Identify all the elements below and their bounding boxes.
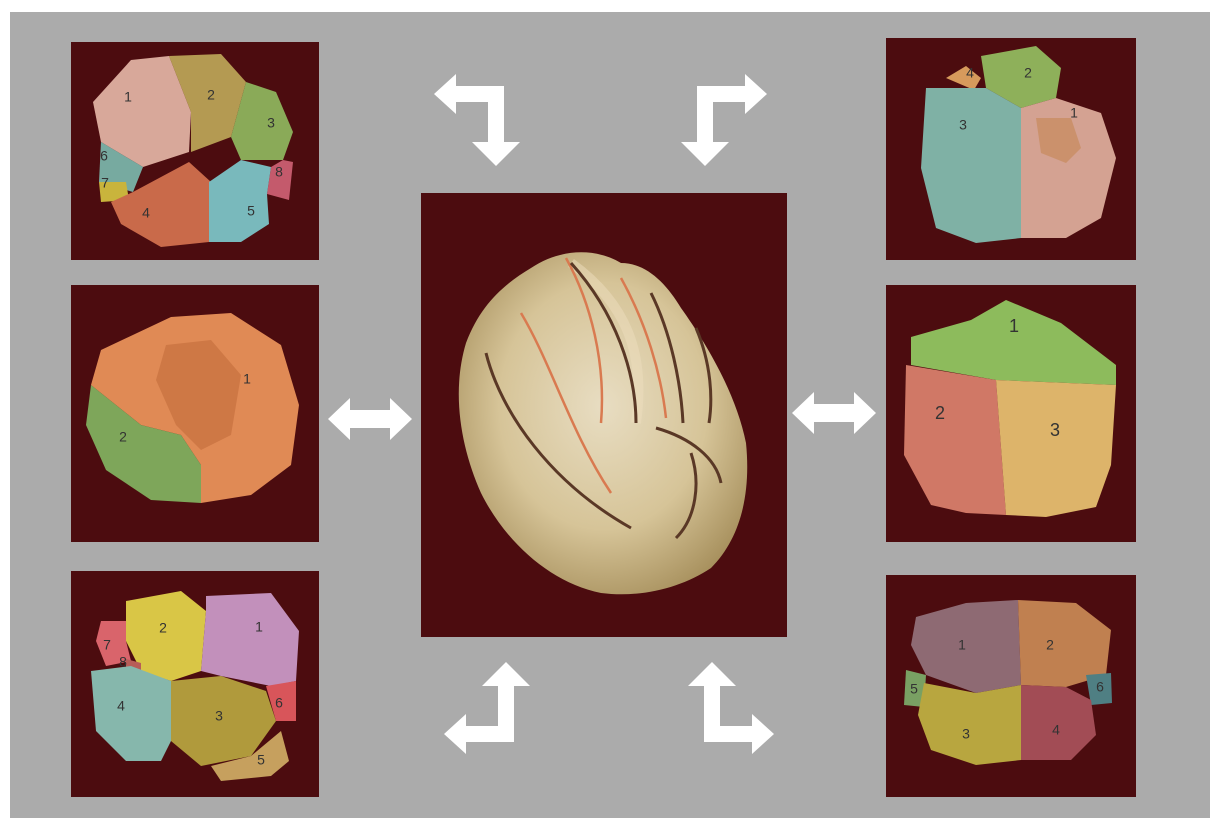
lobe-label: 8 bbox=[119, 654, 127, 670]
lobe-label: 4 bbox=[117, 698, 125, 714]
elbow-arrow-icon bbox=[432, 72, 528, 168]
lobe-label: 7 bbox=[101, 175, 109, 191]
lobe-label: 5 bbox=[247, 203, 255, 219]
panel-top-right-view: 1 2 3 4 bbox=[886, 38, 1136, 260]
lobe-label: 1 bbox=[1009, 316, 1019, 336]
lobe-label: 1 bbox=[243, 371, 251, 387]
double-arrow-right bbox=[790, 390, 878, 436]
lobe-label: 8 bbox=[275, 164, 283, 180]
lobe-label: 7 bbox=[103, 637, 111, 653]
panel-bottom-left-occlusal-view: 1 2 3 4 5 6 7 8 bbox=[71, 571, 319, 797]
lobe-label: 1 bbox=[255, 619, 263, 635]
tooth-view-4-lobes: 1 2 3 4 bbox=[886, 38, 1136, 260]
lobe-label: 2 bbox=[159, 620, 167, 636]
lobe-label: 3 bbox=[215, 708, 223, 724]
tooth-view-2-lobes: 1 2 bbox=[71, 285, 319, 542]
lobe-label: 2 bbox=[935, 403, 945, 423]
lobe-label: 4 bbox=[1052, 722, 1060, 738]
lobe-label: 3 bbox=[1050, 420, 1060, 440]
panel-mid-right-view: 1 2 3 bbox=[886, 285, 1136, 542]
lobe-label: 2 bbox=[1024, 65, 1032, 81]
panel-center-tooth-view bbox=[421, 193, 787, 637]
tooth-center-illustration bbox=[421, 193, 787, 637]
lobe-label: 4 bbox=[966, 65, 974, 81]
panel-bottom-right-occlusal-view: 1 2 3 4 5 6 bbox=[886, 575, 1136, 797]
lobe-label: 5 bbox=[257, 752, 265, 768]
lobe-label: 2 bbox=[119, 429, 127, 445]
lobe-label: 6 bbox=[100, 148, 108, 164]
elbow-arrow-bottom-right bbox=[680, 660, 776, 756]
lobe-label: 3 bbox=[962, 726, 970, 742]
double-headed-arrow-icon bbox=[790, 390, 878, 436]
elbow-arrow-top-right bbox=[673, 72, 769, 168]
lobe-label: 3 bbox=[267, 115, 275, 131]
panel-top-left-occlusal-view: 1 2 3 4 5 6 7 8 bbox=[71, 42, 319, 260]
elbow-arrow-bottom-left bbox=[442, 660, 538, 756]
lobe-label: 6 bbox=[1096, 679, 1104, 695]
tooth-view-3-lobes: 1 2 3 bbox=[886, 285, 1136, 542]
tooth-occlusal-6-lobes: 1 2 3 4 5 6 bbox=[886, 575, 1136, 797]
tooth-occlusal-8-lobes-b: 1 2 3 4 5 6 7 8 bbox=[71, 571, 319, 797]
lobe-label: 1 bbox=[958, 637, 966, 653]
lobe-label: 2 bbox=[207, 87, 215, 103]
elbow-arrow-icon bbox=[680, 660, 776, 756]
lobe-label: 4 bbox=[142, 205, 150, 221]
lobe-label: 1 bbox=[1070, 105, 1078, 121]
lobe-label: 2 bbox=[1046, 637, 1054, 653]
lobe-label: 3 bbox=[959, 117, 967, 133]
lobe-label: 6 bbox=[275, 695, 283, 711]
panel-mid-left-view: 1 2 bbox=[71, 285, 319, 542]
elbow-arrow-top-left bbox=[432, 72, 528, 168]
lobe-label: 5 bbox=[910, 681, 918, 697]
double-arrow-left bbox=[326, 396, 414, 442]
elbow-arrow-icon bbox=[673, 72, 769, 168]
elbow-arrow-icon bbox=[442, 660, 538, 756]
lobe-label: 1 bbox=[124, 89, 132, 105]
double-headed-arrow-icon bbox=[326, 396, 414, 442]
tooth-occlusal-8-lobes: 1 2 3 4 5 6 7 8 bbox=[71, 42, 319, 260]
